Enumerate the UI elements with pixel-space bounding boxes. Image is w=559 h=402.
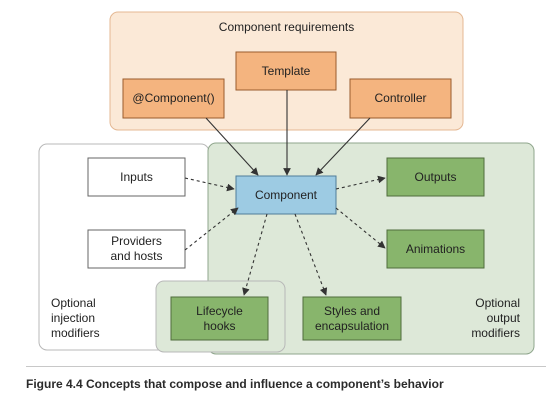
arrow-component-to-animations [335, 207, 386, 249]
arrow-component-to-outputs [335, 175, 386, 190]
animations-box [386, 229, 485, 269]
caption-rule [26, 366, 546, 367]
arrow-inputs-to-component [184, 177, 235, 192]
styles-encapsulation-box [302, 296, 402, 341]
inputs-box [87, 157, 186, 197]
providers-box [87, 229, 186, 269]
template-box [235, 51, 337, 91]
arrow-controller-to-component [315, 117, 371, 176]
arrow-component-to-styles [294, 213, 328, 296]
component-box [235, 175, 337, 215]
outputs-box [386, 157, 485, 197]
component-decorator-box [122, 78, 225, 119]
figure-caption: Figure 4.4 Concepts that compose and inf… [26, 377, 444, 391]
arrow-providers-to-component [184, 207, 239, 251]
arrow-component-decorator-to-component [205, 117, 259, 176]
lifecycle-hooks-box [170, 296, 269, 341]
controller-box [349, 78, 452, 119]
arrow-component-to-lifecycle [242, 213, 268, 296]
